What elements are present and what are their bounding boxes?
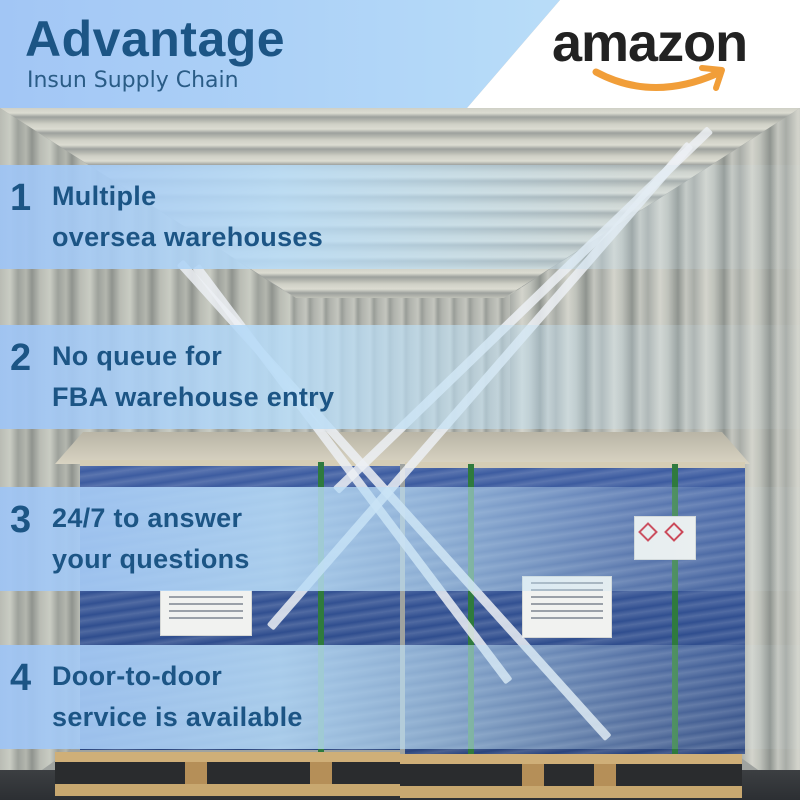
feature-number: 4 [10,657,32,699]
feature-text-line2: oversea warehouses [52,222,324,252]
pallet-top-board-right [400,432,750,464]
wooden-pallet-right [400,754,742,798]
page-subtitle: Insun Supply Chain [27,68,239,93]
amazon-smile-arrow-icon [592,65,725,91]
green-strap [468,464,474,754]
feature-band-4: 4 Door-to-door service is available [0,645,800,749]
feature-text-line2: your questions [52,544,250,574]
feature-text-line2: FBA warehouse entry [52,382,335,412]
feature-text-line1: 24/7 to answer [52,503,243,533]
header: Advantage Insun Supply Chain amazon [0,0,800,108]
feature-number: 1 [10,177,32,219]
feature-band-2: 2 No queue for FBA warehouse entry [0,325,800,429]
feature-text-line1: Door-to-door [52,661,223,691]
wooden-pallet-left [55,752,400,796]
feature-number: 2 [10,337,32,379]
feature-text-line1: No queue for [52,341,223,371]
green-strap [318,462,324,752]
feature-band-1: 1 Multiple oversea warehouses [0,165,800,269]
amazon-wordmark: amazon [552,13,748,73]
feature-band-3: 3 24/7 to answer your questions [0,487,800,591]
feature-text-line1: Multiple [52,181,157,211]
amazon-logo: amazon [552,16,782,100]
feature-number: 3 [10,499,32,541]
shipping-label [160,590,252,636]
header-title-panel [0,0,560,108]
green-strap [672,464,678,754]
feature-text-line2: service is available [52,702,303,732]
page-title: Advantage [25,11,286,67]
